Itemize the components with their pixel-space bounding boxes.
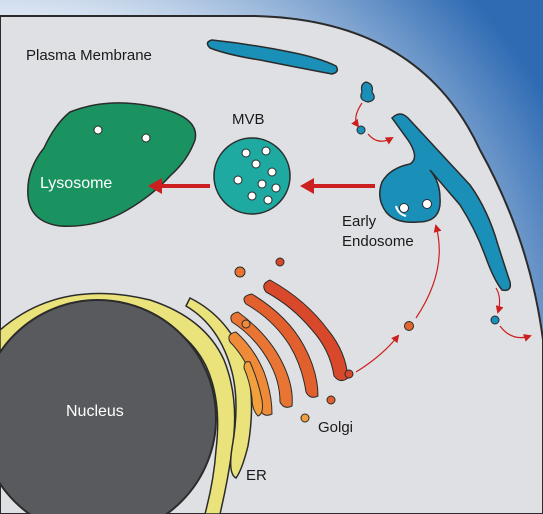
lysosome-vesicle [93,125,103,135]
arrow-endosome-to-recycling [495,287,504,314]
mvb-vesicle [233,175,243,185]
mvb-vesicle [261,146,271,156]
arrow-vesicle-to-endosome [367,133,394,145]
endosome-vesicle [422,199,432,209]
mvb-vesicle [267,167,277,177]
endosome-invagination [395,205,407,217]
label-early-endosome-line1: Early [342,213,377,230]
mvb-vesicle [241,148,251,158]
golgi-vesicle [344,369,354,379]
endocytic-vesicle [356,125,366,135]
golgi-cisterna [243,361,263,417]
recycling-vesicle [490,315,500,325]
golgi-vesicle [234,266,246,278]
label-lysosome: Lysosome [40,175,112,192]
label-plasma-membrane: Plasma Membrane [26,47,152,64]
golgi-cisterna [230,311,293,408]
golgi-cisterna [243,293,319,398]
golgi-vesicle [300,413,310,423]
arrow-recycling-to-membrane [499,325,532,342]
mvb-vesicle [263,195,273,205]
label-mvb: MVB [232,111,265,128]
lysosome-vesicle [141,133,151,143]
mvb-vesicle [271,183,281,193]
mvb-vesicle [257,179,267,189]
label-early-endosome-line2: Endosome [342,233,414,250]
nucleus [0,299,217,514]
transport-vesicle [404,321,414,331]
early-endosome [379,113,512,292]
mvb-vesicle [251,159,261,169]
mvb [213,137,291,215]
lysosome [27,102,197,227]
endosome-vesicle [399,203,409,213]
arrow-bud-to-vesicle [351,102,363,128]
arrow-endosome-to-mvb-head [300,178,314,194]
label-er: ER [246,467,267,484]
arrow-vesicle-to-endosome-2 [415,224,442,319]
label-golgi: Golgi [318,419,353,436]
golgi-vesicle [241,319,251,329]
golgi-vesicle [326,395,336,405]
mvb-vesicle [247,191,257,201]
golgi-vesicle [275,257,285,267]
golgi-cisterna [263,279,349,382]
arrow-golgi-to-vesicle [355,334,400,373]
arrow-mvb-to-lysosome-head [148,178,162,194]
label-nucleus: Nucleus [66,403,124,420]
budding-vesicle [360,81,375,103]
golgi-stack [228,257,354,423]
membrane-tubule [206,39,339,75]
